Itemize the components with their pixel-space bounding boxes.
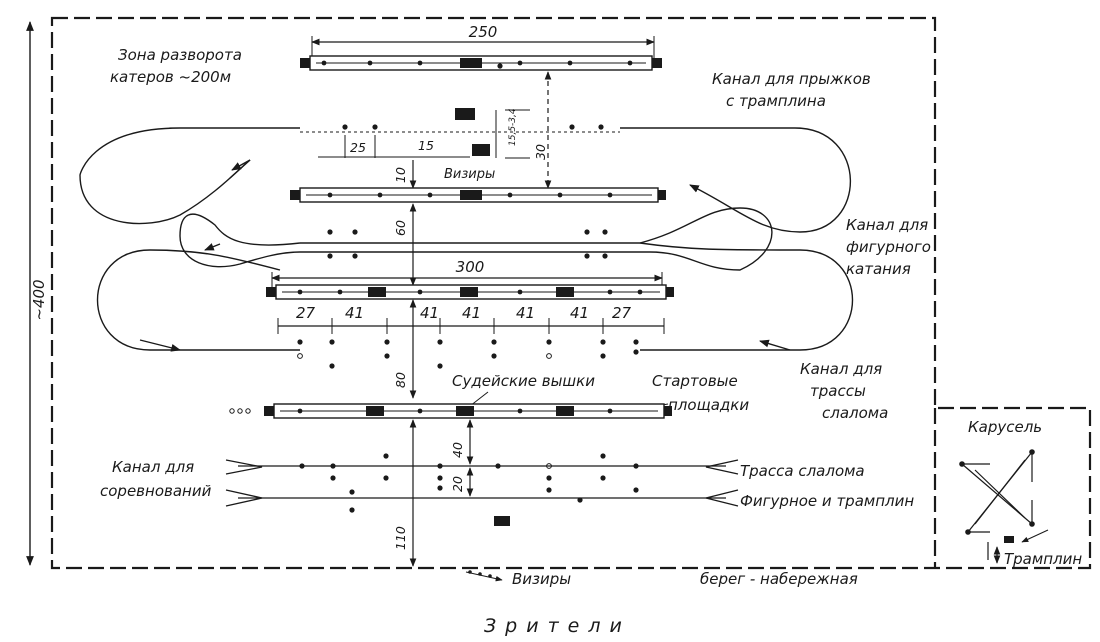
dim-80: 80 bbox=[393, 299, 417, 399]
turn-zone-label-2: катеров ~200м bbox=[110, 68, 231, 86]
segment-label: 27 bbox=[296, 304, 316, 322]
middle-pontoon: 300 bbox=[266, 258, 674, 300]
slalom-channel-label-1: Канал для bbox=[800, 360, 882, 378]
start-platforms-label-1: Стартовые bbox=[652, 372, 738, 390]
spectators-label: Зрители bbox=[484, 615, 631, 637]
jump-channel-label-2: с трамплина bbox=[726, 92, 826, 110]
judges-towers-label: Судейские вышки bbox=[452, 372, 595, 390]
svg-text:60: 60 bbox=[393, 220, 408, 236]
svg-text:40: 40 bbox=[450, 442, 465, 458]
svg-text:250: 250 bbox=[469, 23, 498, 41]
trampoline-label: Трамплин bbox=[1004, 550, 1082, 568]
stadium-boundary bbox=[50, 16, 1092, 570]
second-pontoon bbox=[290, 187, 666, 203]
segment-label: 27 bbox=[612, 304, 632, 322]
total-height-dimension: ~400 bbox=[26, 21, 48, 566]
slalom-buoys bbox=[297, 339, 639, 369]
figure-channel-label-2: фигурного bbox=[846, 238, 931, 256]
start-platforms-label-2: площадки bbox=[668, 396, 749, 414]
jump-small-dim: 15 bbox=[418, 138, 434, 153]
bottom-pontoon bbox=[229, 403, 672, 419]
segment-label: 41 bbox=[345, 304, 364, 322]
top-center-dimensions: 30 10 bbox=[393, 71, 552, 189]
svg-text:20: 20 bbox=[450, 476, 465, 492]
bottom-dimensions: 40 20 110 bbox=[393, 419, 474, 567]
segment-label: 41 bbox=[462, 304, 481, 322]
jump-channel-label-1: Канал для прыжков bbox=[712, 70, 871, 88]
svg-text:10: 10 bbox=[393, 167, 408, 183]
figure-skating-course bbox=[79, 127, 854, 352]
figure-channel-label-3: катания bbox=[846, 260, 911, 278]
sighting-top-label: Визиры bbox=[444, 167, 495, 182]
competition-channel-label-1: Канал для bbox=[112, 458, 194, 476]
carousel-figure: Карусель bbox=[959, 418, 1049, 564]
jump-area-markers bbox=[300, 108, 620, 159]
dim-60: 60 bbox=[393, 203, 417, 286]
svg-text:300: 300 bbox=[456, 258, 485, 276]
jump-ramp-dim: 15,5-3,4 bbox=[508, 108, 518, 146]
svg-text:110: 110 bbox=[393, 526, 408, 550]
slalom-channel-label-2: трассы bbox=[810, 382, 866, 400]
svg-text:Карусель: Карусель bbox=[968, 418, 1042, 436]
svg-text:30: 30 bbox=[533, 144, 548, 160]
segment-label: 41 bbox=[570, 304, 589, 322]
sighting-bottom-label: Визиры bbox=[512, 570, 571, 588]
figure-markers bbox=[327, 229, 608, 259]
bottom-sighting-marks bbox=[465, 570, 503, 582]
top-pontoon: 250 bbox=[300, 23, 662, 71]
competition-buoys bbox=[299, 453, 639, 526]
svg-text:~400: ~400 bbox=[30, 279, 48, 320]
jump-offset-dim: 25 bbox=[350, 140, 366, 155]
segment-label: 41 bbox=[516, 304, 535, 322]
shore-label: берег - набережная bbox=[700, 570, 858, 588]
segment-dimension-chain bbox=[277, 318, 665, 334]
slalom-course-label: Трасса слалома bbox=[740, 462, 865, 480]
competition-channel-label-2: соревнований bbox=[100, 482, 212, 500]
slalom-channel-label-3: слалома bbox=[822, 404, 888, 422]
svg-text:80: 80 bbox=[393, 372, 408, 388]
figure-channel-label-1: Канал для bbox=[846, 216, 928, 234]
turn-zone-label-1: Зона разворота bbox=[118, 46, 242, 64]
competition-tracks bbox=[225, 459, 739, 507]
figure-and-jump-label: Фигурное и трамплин bbox=[740, 492, 914, 510]
segment-label: 41 bbox=[420, 304, 439, 322]
